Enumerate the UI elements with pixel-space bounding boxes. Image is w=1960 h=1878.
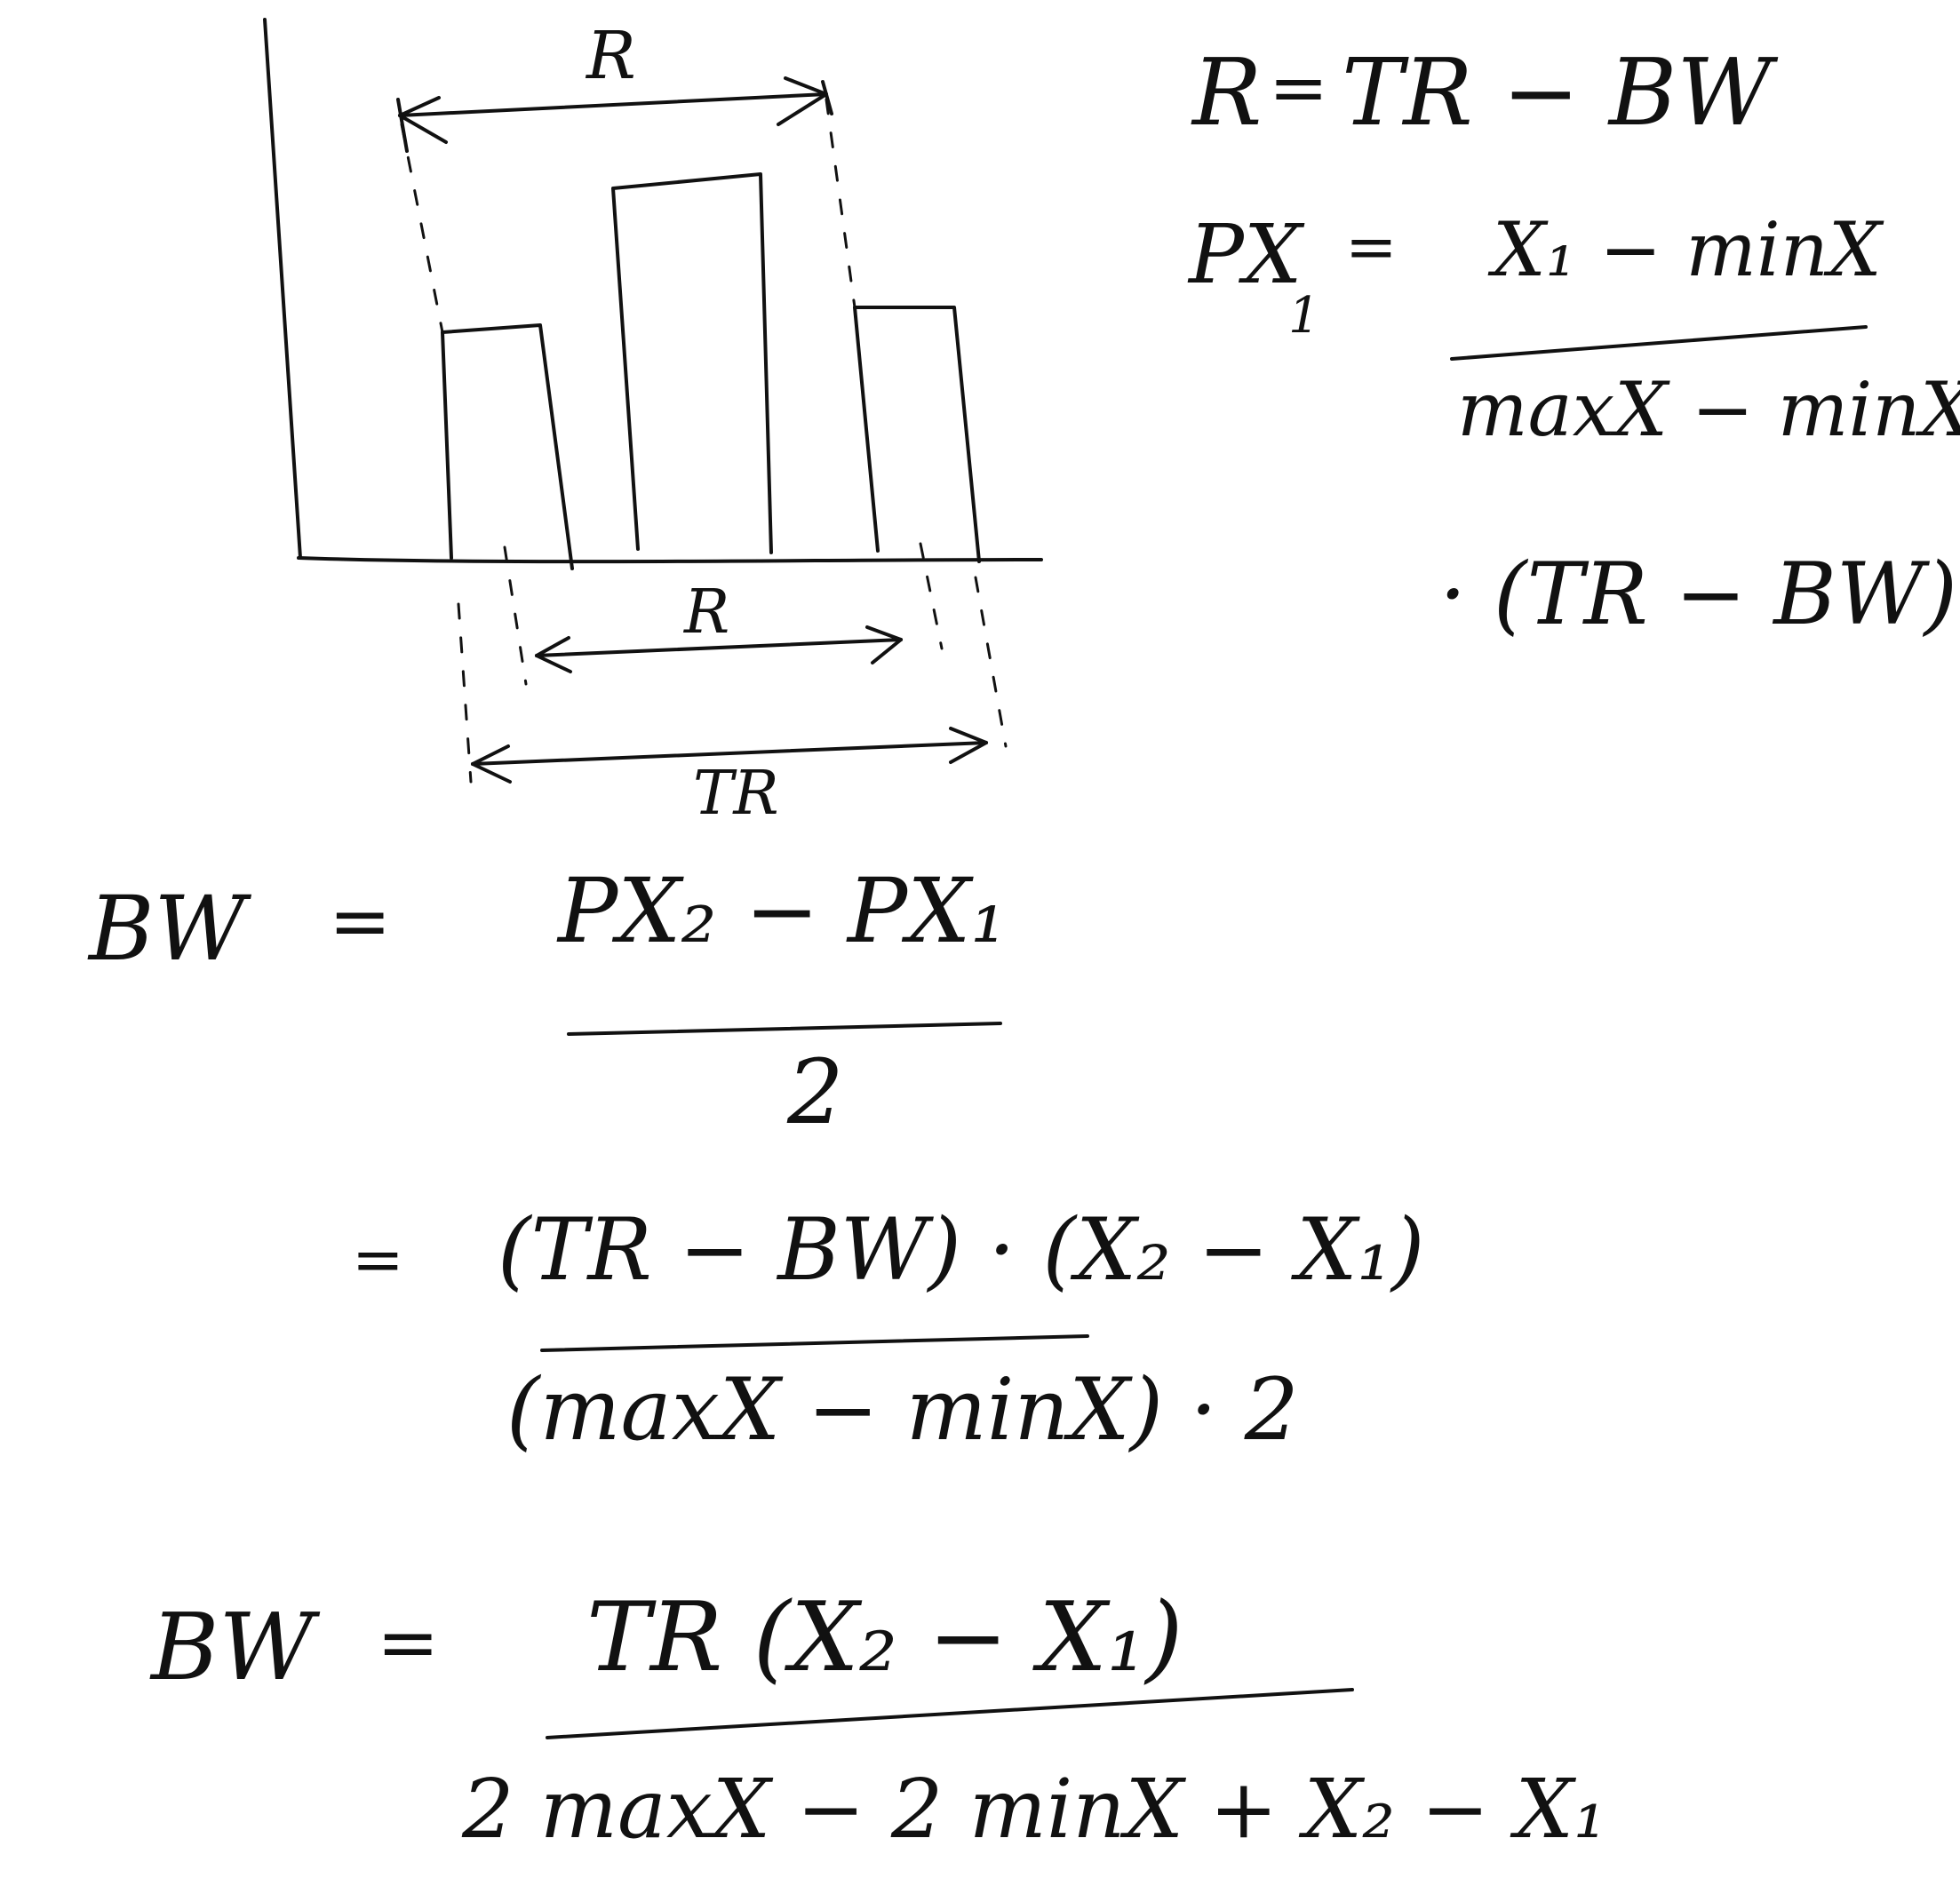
label-range-bottom: R [682,577,729,648]
px1-numerator: X₁ − minX [1487,206,1884,293]
projection-line [825,98,857,309]
px1-denominator: maxX − minX [1457,366,1960,453]
formula-bw-expanded: = (TR − BW) · (X₂ − X₁) (maxX − minX) · … [352,1200,1424,1460]
range-arrow-bottom [535,625,903,673]
bw-final-denominator: 2 maxX − 2 minX + X₂ − X₁ [461,1762,1606,1857]
histogram-bar-right [853,306,981,563]
formula-px1: PX 1 = X₁ − minX maxX − minX · (TR − BW) [1187,206,1960,644]
formula-r-definition: R = TR − BW [1191,38,1778,147]
histogram-bar-left [441,323,574,570]
bw-expand-numerator: (TR − BW) · (X₂ − X₁) [498,1200,1424,1300]
bw-expand-fraction-bar [540,1334,1089,1352]
total-range-arrow [471,727,988,784]
formula-bw-final: BW = TR (X₂ − X₁) 2 maxX − 2 minX + X₂ −… [149,1582,1606,1857]
formula-bw-midpoint: BW = PX₂ − PX₁ 2 [87,859,1007,1144]
bw-mid-denominator: 2 [786,1040,844,1144]
px1-fraction-bar [1450,325,1868,361]
bw-final-lhs: BW [149,1593,320,1701]
px1-eq: = [1345,211,1398,283]
label-total-range: TR [693,759,779,829]
projection-line [457,602,473,784]
projection-line [503,545,528,686]
r-def-eq: = [1269,46,1328,129]
px1-multiplier: · (TR − BW) [1439,545,1957,644]
px1-lhs: PX [1187,207,1305,302]
projection-line [400,123,444,334]
bw-final-numerator: TR (X₂ − X₁) [586,1582,1183,1693]
bw-expand-denominator: (maxX − minX) · 2 [506,1360,1299,1460]
px1-lhs-sub: 1 [1288,287,1320,345]
histogram-sketch: R R TR [263,18,1043,829]
bw-mid-numerator: PX₂ − PX₁ [556,859,1007,963]
projection-line [974,576,1008,748]
r-def-rhs: TR − BW [1342,38,1778,147]
histogram-bar-middle [611,172,773,554]
bw-final-fraction-bar [546,1688,1354,1739]
x-axis [297,556,1043,564]
bw-mid-eq: = [329,878,391,965]
bw-final-eq: = [377,1599,439,1686]
bw-mid-lhs: BW [87,877,251,981]
range-arrow-top [396,76,833,153]
r-def-lhs: R [1191,38,1262,147]
bw-expand-eq: = [352,1223,404,1296]
label-range-top: R [585,18,636,94]
bw-mid-fraction-bar [567,1022,1002,1036]
y-axis [263,18,302,560]
